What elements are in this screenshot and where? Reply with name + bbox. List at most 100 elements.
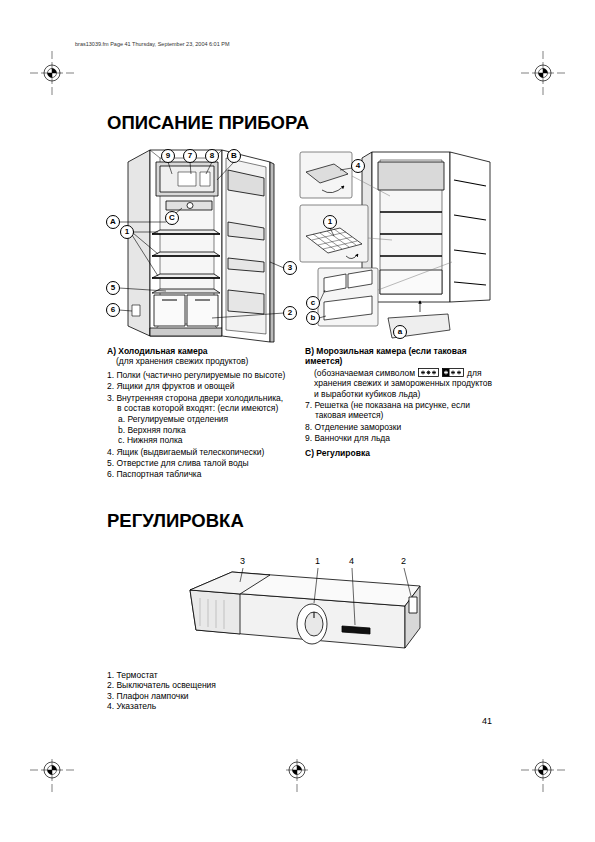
- callout-number: 4: [349, 556, 354, 567]
- leader-lines: [119, 310, 132, 311]
- detail-insets: [312, 229, 357, 250]
- list-item: b. Верхняя полка: [107, 425, 290, 435]
- control-housing: [190, 572, 270, 594]
- fridge-illustration: [378, 162, 444, 190]
- fridge-illustration: [152, 233, 220, 234]
- fridge-illustration: [160, 166, 214, 192]
- control-housing: [314, 612, 315, 618]
- control-housing: [342, 626, 370, 634]
- leader-lines: [330, 228, 334, 236]
- list-text: b. Верхняя полка: [118, 425, 186, 435]
- list-text: 1. Полки (частично регулируемые по высот…: [107, 370, 285, 380]
- fridge-illustration: [270, 162, 274, 342]
- callout-circle: 5: [106, 281, 120, 295]
- callout-label: c: [311, 298, 315, 308]
- list-item: C) Регулировка: [305, 448, 493, 458]
- leader-lines: [314, 568, 318, 603]
- list-text: 4. Указатель: [107, 701, 156, 711]
- list-item: 1. Термостат: [107, 670, 327, 680]
- list-item: B) Морозильная камера (если таковая имее…: [305, 346, 493, 367]
- list-item: 1. Полки (частично регулируемые по высот…: [107, 370, 290, 380]
- list-item: a. Регулируемые отделения: [107, 414, 290, 424]
- list-item: (для хранения свежих продуктов): [107, 356, 290, 366]
- list-item: A) Холодильная камера: [107, 346, 290, 356]
- fridge-illustration: [380, 270, 442, 294]
- registration-marks: [41, 759, 63, 781]
- leader-lines: [119, 222, 166, 223]
- list-text: 1. Термостат: [107, 670, 158, 680]
- list-text: 8. Отделение заморозки: [305, 422, 401, 432]
- list-text: 2. Ящики для фруктов и овощей: [107, 381, 235, 391]
- registration-marks: [30, 51, 565, 792]
- callout-circle: b: [306, 311, 320, 325]
- file-info: bras13039.fm Page 41 Thursday, September…: [75, 41, 230, 48]
- page-heading: ОПИСАНИЕ ПРИБОРА: [107, 112, 309, 134]
- fridge-illustration: [150, 150, 222, 336]
- callout-label: 5: [111, 283, 115, 293]
- detail-insets: [300, 205, 368, 262]
- callout-circle: 8: [205, 149, 219, 163]
- detail-insets: [300, 152, 452, 338]
- callout-circle: a: [393, 325, 407, 339]
- callout-label: 6: [111, 305, 115, 315]
- callout-label: b: [311, 313, 316, 323]
- control-housing: [305, 612, 323, 636]
- detail-insets: [346, 254, 358, 259]
- leader-lines: [212, 313, 284, 318]
- callout-circle: 9: [161, 149, 175, 163]
- list-text: 3. Внутренняя сторона двери холодильника…: [107, 393, 283, 413]
- detail-insets: [306, 228, 362, 253]
- callout-number: 2: [401, 556, 406, 567]
- fridge-illustration: [178, 172, 210, 186]
- text-column: B) Морозильная камера (если таковая имее…: [305, 346, 493, 458]
- list-item: 9. Ванночки для льда: [305, 433, 493, 443]
- fridge-illustration: [222, 150, 270, 342]
- leader-lines: [240, 568, 243, 582]
- list-text: (обозначаемая символом: [314, 368, 415, 378]
- list-text: (для хранения свежих продуктов): [116, 356, 248, 366]
- fridge-illustration: [152, 252, 220, 256]
- callout-circle: 1: [323, 215, 337, 229]
- fridge-illustration: [152, 230, 220, 234]
- fridge-illustration: [454, 180, 486, 285]
- detail-insets: [420, 301, 421, 312]
- callout-label: 1: [328, 217, 332, 227]
- fridge-illustration: [380, 212, 442, 256]
- detail-insets: [300, 152, 352, 198]
- fridge-illustration: [150, 328, 222, 336]
- list-text: c. Нижняя полка: [118, 435, 183, 445]
- leader-lines: [168, 162, 172, 174]
- fridge-illustration: [228, 222, 264, 240]
- fridge-illustration: [450, 152, 490, 302]
- list-text: 2. Выключатель освещения: [107, 680, 216, 690]
- text-column: 1. Термостат2. Выключатель освещения3. П…: [107, 670, 327, 712]
- leader-lines: [217, 162, 234, 180]
- fridge-illustration: [187, 203, 193, 209]
- callout-circle: 3: [283, 261, 297, 275]
- section-heading: РЕГУЛИРОВКА: [107, 510, 244, 532]
- list-item: 2. Ящики для фруктов и овощей: [107, 381, 290, 391]
- callout-label: 2: [288, 308, 292, 318]
- fridge-illustration: [132, 305, 140, 316]
- callout-number: 3: [240, 556, 245, 567]
- fridge-illustration: [162, 299, 210, 300]
- list-item: 5. Отверстие для слива талой воды: [107, 458, 290, 468]
- detail-insets: [324, 296, 372, 320]
- detail-insets: [348, 270, 372, 288]
- callout-label: 3: [288, 263, 292, 273]
- callout-circle: 6: [106, 303, 120, 317]
- callout-circle: 7: [183, 149, 197, 163]
- fridge-illustration: [228, 290, 264, 314]
- leader-lines: [340, 168, 352, 170]
- registration-marks: [286, 759, 308, 781]
- leader-lines: [352, 568, 355, 625]
- fridge-illustration: [152, 255, 220, 256]
- list-item: 6. Паспортная табличка: [107, 469, 290, 479]
- callout-label: a: [398, 327, 402, 337]
- control-housing: [200, 598, 224, 629]
- detail-insets: [388, 314, 450, 338]
- list-text: 5. Отверстие для слива талой воды: [107, 458, 249, 468]
- freezer-star-symbol: [418, 368, 464, 377]
- detail-insets: [306, 164, 348, 183]
